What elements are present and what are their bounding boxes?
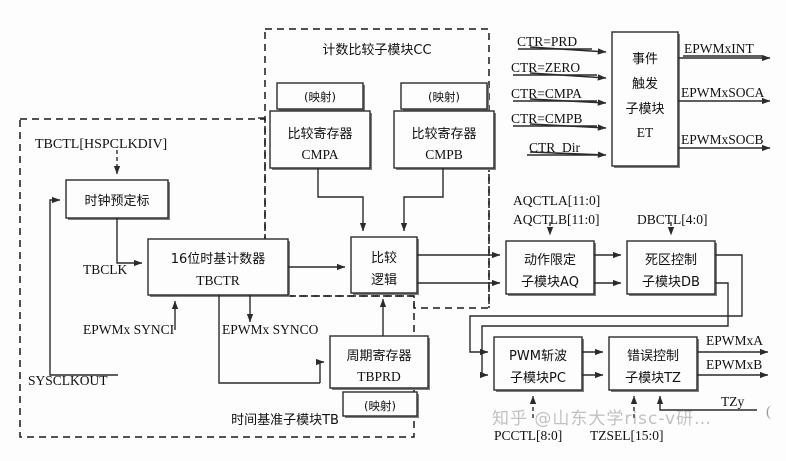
block-label-et-4: ET [637, 125, 654, 140]
block-label-pc-1: PWM斩波 [509, 349, 567, 364]
watermark-paren: ( [766, 404, 771, 420]
block-label-cmplogic-2: 逻辑 [371, 273, 397, 288]
block-label-pc-2: 子模块PC [510, 371, 566, 386]
block-label-db-1: 死区控制 [645, 253, 697, 268]
block-tbprd [329, 335, 430, 390]
block-label-tbctr-1: 16位时基计数器 [171, 252, 266, 267]
signal-epwmxint: EPWMxINT [684, 41, 754, 56]
block-label-cmpb-1: 比较寄存器 [411, 126, 476, 142]
signal-synci: EPWMx SYNCI [83, 322, 175, 337]
region-tb [19, 118, 415, 438]
block-label-aq-1: 动作限定 [524, 253, 576, 268]
signal-tbctl: TBCTL[HSPCLKDIV] [35, 137, 167, 152]
block-pc [493, 336, 584, 392]
block-prescaler [65, 179, 170, 220]
signal-pcctl: PCCTL[8:0] [494, 428, 562, 443]
connectors [49, 46, 771, 418]
block-label-tbctr-2: TBCTR [196, 273, 240, 288]
block-label-map-a: (映射) [304, 90, 336, 104]
signal-epwmxsoca: EPWMxSOCA [681, 85, 765, 100]
signal-ctr-cmpa: CTR=CMPA [511, 86, 582, 101]
block-map-prd [342, 391, 419, 418]
signal-dbctl: DBCTL[4:0] [637, 212, 708, 227]
block-db [626, 240, 717, 296]
block-map-a [276, 82, 365, 111]
block-label-et-3: 子模块 [625, 102, 664, 117]
block-et [611, 31, 680, 168]
signal-ctr-dir: CTR_Dir [529, 140, 581, 155]
region-label-cc: 计数比较子模块CC [322, 43, 431, 58]
signal-tzsel: TZSEL[15:0] [590, 428, 664, 443]
block-label-tbprd-1: 周期寄存器 [346, 348, 411, 364]
block-label-et-1: 事件 [632, 52, 658, 67]
block-cmpa [269, 110, 372, 170]
block-compare-logic [350, 236, 419, 295]
signal-sysclkout: SYSCLKOUT [28, 373, 108, 388]
block-map-b [400, 82, 489, 111]
block-label-db-2: 子模块DB [642, 275, 700, 290]
region-label-tb: 时间基准子模块TB [231, 413, 339, 428]
signal-synco: EPWMx SYNCO [222, 322, 319, 337]
block-label-tz-2: 子模块TZ [625, 371, 681, 386]
signal-ctr-prd: CTR=PRD [517, 34, 577, 49]
signal-epwmxb: EPWMxB [706, 357, 762, 372]
block-label-et-2: 触发 [632, 76, 658, 92]
signal-epwmxa: EPWMxA [706, 333, 763, 348]
signal-aqctlb: AQCTLB[11:0] [513, 212, 600, 227]
block-tz [608, 336, 699, 392]
block-tbctr [147, 238, 290, 297]
signal-aqctla: AQCTLA[11:0] [513, 193, 600, 208]
block-label-aq-2: 子模块AQ [521, 275, 579, 290]
signal-tbclk: TBCLK [83, 262, 128, 277]
block-label-map-prd: (映射) [364, 399, 396, 413]
block-label-map-b: (映射) [428, 90, 460, 104]
block-cmpb [393, 110, 496, 170]
signal-ctr-zero: CTR=ZERO [511, 60, 580, 75]
signal-ctr-cmpb: CTR=CMPB [511, 111, 582, 126]
block-label-cmpb-2: CMPB [425, 147, 463, 162]
block-label-tz-1: 错误控制 [627, 349, 679, 364]
watermark-text: 知乎 @山东大学risc-v研… [492, 409, 713, 429]
block-aq [505, 240, 596, 296]
signal-tzy: TZy [721, 394, 744, 409]
block-label-cmpa-2: CMPA [301, 147, 338, 162]
block-label-cmplogic-1: 比较 [371, 251, 397, 266]
block-label-tbprd-2: TBPRD [357, 369, 401, 384]
block-label-prescaler: 时钟预定标 [84, 193, 149, 209]
signal-epwmxsocb: EPWMxSOCB [681, 132, 764, 147]
block-label-cmpa-1: 比较寄存器 [287, 126, 352, 142]
